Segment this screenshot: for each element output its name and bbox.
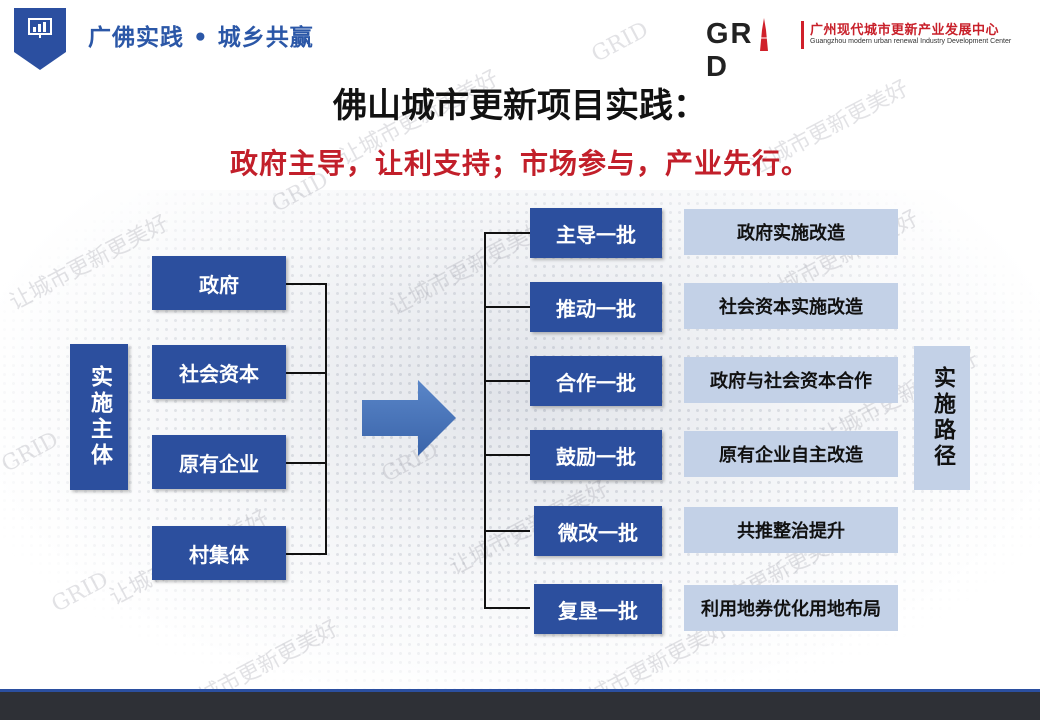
path-desc: 社会资本实施改造 (684, 283, 898, 329)
implementation-path-label: 实施路径 (914, 346, 970, 490)
logo-word: GR D (706, 18, 754, 83)
path-bracket (484, 232, 486, 608)
path-lead-batch: 主导一批 (530, 208, 662, 258)
path-desc: 政府与社会资本合作 (684, 357, 898, 403)
logo-divider (801, 21, 804, 49)
path-desc: 利用地券优化用地布局 (684, 585, 898, 631)
footer-bar (0, 692, 1040, 720)
connector-line (484, 454, 530, 456)
connector-line (484, 380, 530, 382)
path-desc: 原有企业自主改造 (684, 431, 898, 477)
subject-government: 政府 (152, 256, 286, 310)
connector-line (484, 607, 530, 609)
path-promote-batch: 推动一批 (530, 282, 662, 332)
subject-original-enterprise: 原有企业 (152, 435, 286, 489)
path-encourage-batch: 鼓励一批 (530, 430, 662, 480)
sub-title: 政府主导，让利支持；市场参与，产业先行。 (229, 147, 810, 180)
main-title: 佛山城市更新项目实践： (333, 86, 707, 126)
section-tag-tip (14, 52, 66, 70)
watermark-grid: GRID (587, 17, 653, 68)
connector-line (484, 306, 530, 308)
chart-board-icon (28, 18, 52, 38)
implementation-subject-label: 实施主体 (70, 344, 128, 490)
connector-bracket (325, 283, 327, 555)
logo-cn-name: 广州现代城市更新产业发展中心 (810, 23, 1000, 38)
path-cooperate-batch: 合作一批 (530, 356, 662, 406)
connector-line (484, 530, 530, 532)
right-arrow-icon (362, 380, 456, 456)
connector-line (286, 283, 326, 285)
path-reclaim-batch: 复垦一批 (534, 584, 662, 634)
path-micro-reform-batch: 微改一批 (534, 506, 662, 556)
tower-icon (760, 18, 768, 51)
path-desc: 政府实施改造 (684, 209, 898, 255)
header-title: 广佛实践 • 城乡共赢 (88, 25, 314, 51)
path-desc: 共推整治提升 (684, 507, 898, 553)
logo-en-name: Guangzhou modern urban renewal Industry … (810, 38, 1012, 45)
connector-line (286, 553, 326, 555)
connector-line (484, 232, 530, 234)
footer-stripe (0, 689, 1040, 692)
subject-social-capital: 社会资本 (152, 345, 286, 399)
connector-line (286, 372, 326, 374)
connector-line (286, 462, 326, 464)
subject-village-collective: 村集体 (152, 526, 286, 580)
